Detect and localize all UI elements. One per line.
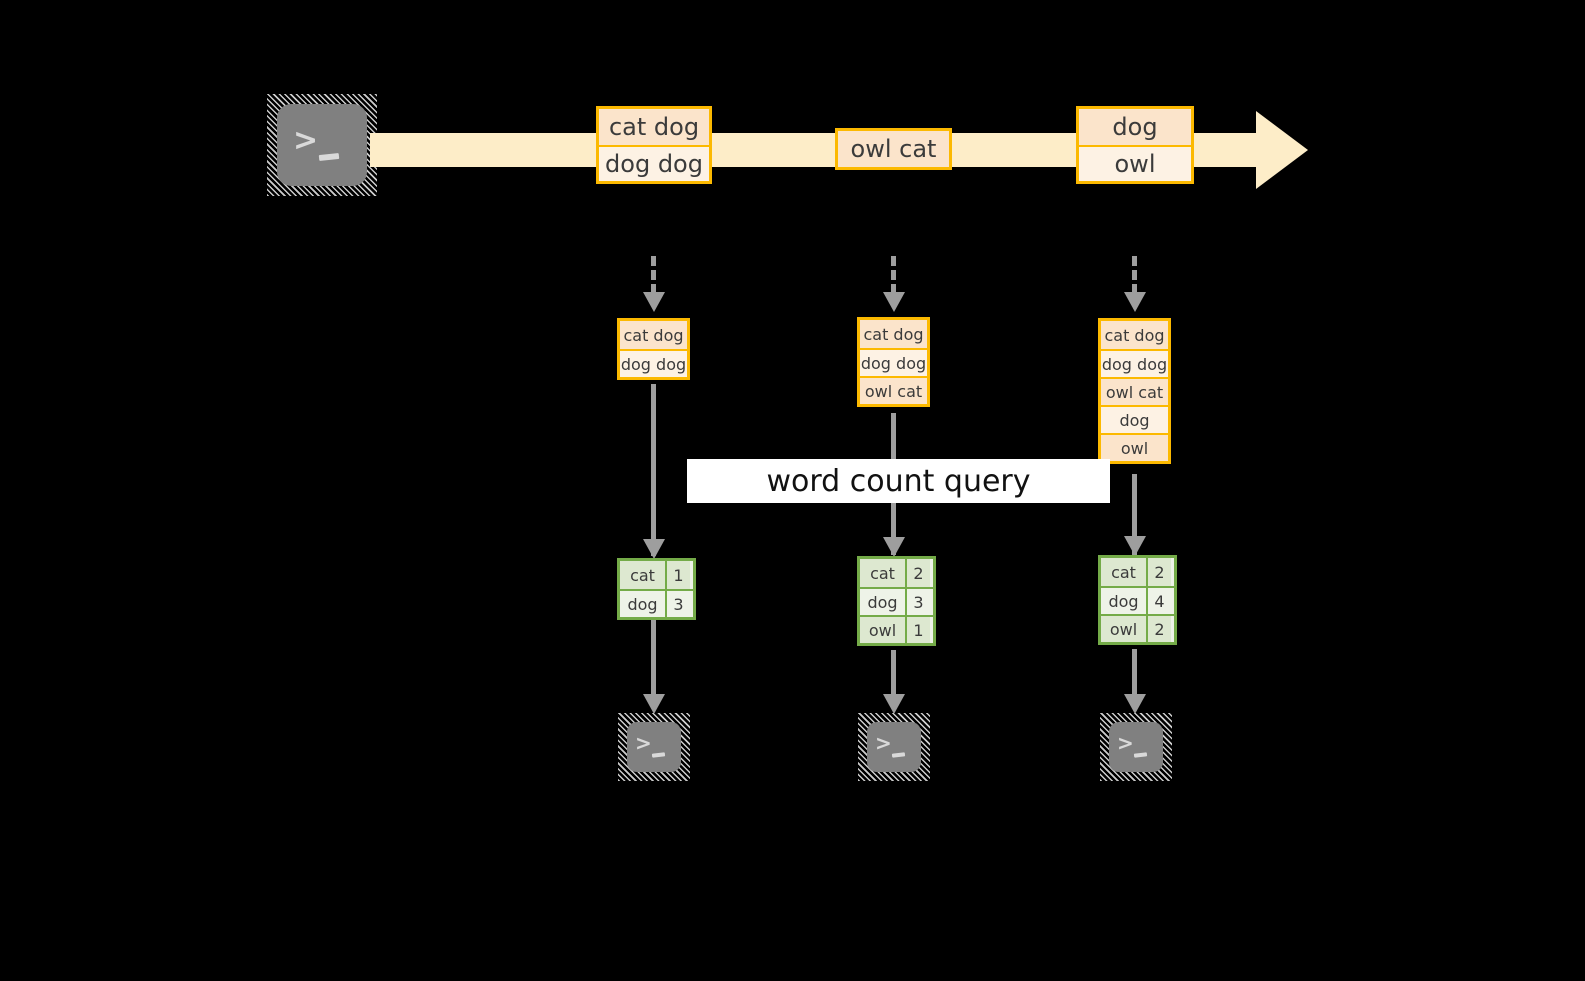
result-word: dog: [860, 589, 905, 615]
accumulated-record-line: owl cat: [1101, 377, 1168, 405]
terminal-prompt-chevron: >: [1117, 731, 1134, 755]
col-3-result-table: cat 2 dog 4 owl 2: [1098, 555, 1177, 645]
result-count: 2: [905, 559, 930, 587]
accumulated-record-line: dog dog: [620, 349, 687, 377]
result-word: cat: [860, 559, 905, 587]
accumulated-record-line: cat dog: [620, 321, 687, 349]
result-word: cat: [620, 561, 665, 589]
stream-record: dog owl: [1076, 106, 1194, 184]
col-2-query-arrowhead: [883, 537, 905, 557]
query-label-text: word count query: [766, 463, 1031, 499]
col-1-sink-connector: [651, 620, 656, 702]
stream-record-line: owl cat: [838, 131, 949, 167]
terminal-prompt-chevron: >: [293, 123, 319, 158]
stream-tap-connector: [891, 256, 896, 294]
stream-record-line: dog dog: [599, 145, 709, 181]
col-1-sink-terminal-icon: >: [618, 713, 690, 781]
result-word: cat: [1101, 558, 1146, 586]
table-row: owl 2: [1101, 614, 1174, 642]
stream-tap-arrowhead: [883, 292, 905, 312]
stream-tap-arrowhead: [1124, 292, 1146, 312]
result-count: 3: [905, 589, 930, 615]
col-3-sink-connector: [1132, 649, 1137, 702]
stream-tap-connector: [651, 256, 656, 294]
table-row: dog 4: [1101, 586, 1174, 614]
col-2-accumulated-records: cat dog dog dog owl cat: [857, 317, 930, 407]
table-row: cat 1: [620, 561, 693, 589]
terminal-prompt-chevron: >: [875, 731, 892, 755]
col-1-query-arrowhead: [643, 539, 665, 559]
terminal-prompt-underscore: [651, 752, 666, 758]
result-count: 2: [1146, 558, 1171, 586]
col-3-sink-arrowhead: [1124, 694, 1146, 714]
col-3-sink-terminal-icon: >: [1100, 713, 1172, 781]
stream-record-line: dog: [1079, 109, 1191, 145]
accumulated-record-line: owl: [1101, 433, 1168, 461]
col-3-accumulated-records: cat dog dog dog owl cat dog owl: [1098, 318, 1171, 464]
table-row: cat 2: [1101, 558, 1174, 586]
col-1-sink-arrowhead: [643, 694, 665, 714]
result-word: owl: [1101, 616, 1146, 642]
stream-record: cat dog dog dog: [596, 106, 712, 184]
col-2-sink-connector: [891, 650, 896, 702]
accumulated-record-line: owl cat: [860, 376, 927, 404]
col-1-result-table: cat 1 dog 3: [617, 558, 696, 620]
col-1-query-connector: [651, 384, 656, 556]
source-terminal-icon: >: [267, 94, 377, 196]
event-stream-arrowhead: [1256, 111, 1308, 189]
terminal-prompt-chevron: >: [635, 731, 652, 755]
table-row: owl 1: [860, 615, 933, 643]
col-2-sink-terminal-icon: >: [858, 713, 930, 781]
query-label-band: word count query: [687, 459, 1110, 503]
stream-tap-connector: [1132, 256, 1137, 294]
terminal-prompt-underscore: [891, 752, 906, 758]
result-count: 4: [1146, 588, 1171, 614]
table-row: dog 3: [620, 589, 693, 617]
col-3-query-connector: [1132, 474, 1137, 555]
result-count: 1: [905, 617, 930, 643]
source-terminal-body: >: [277, 104, 367, 186]
stream-tap-arrowhead: [643, 292, 665, 312]
col-1-accumulated-records: cat dog dog dog: [617, 318, 690, 380]
accumulated-record-line: dog: [1101, 405, 1168, 433]
col-2-result-table: cat 2 dog 3 owl 1: [857, 556, 936, 646]
col-1-sink-terminal-body: >: [627, 722, 681, 772]
table-row: dog 3: [860, 587, 933, 615]
col-2-sink-arrowhead: [883, 694, 905, 714]
result-count: 3: [665, 591, 690, 617]
result-word: dog: [620, 591, 665, 617]
stream-record: owl cat: [835, 128, 952, 170]
result-count: 2: [1146, 616, 1171, 642]
result-word: owl: [860, 617, 905, 643]
col-2-sink-terminal-body: >: [867, 722, 921, 772]
accumulated-record-line: cat dog: [860, 320, 927, 348]
result-count: 1: [665, 561, 690, 589]
stream-record-line: cat dog: [599, 109, 709, 145]
terminal-prompt-underscore: [1133, 752, 1148, 758]
accumulated-record-line: cat dog: [1101, 321, 1168, 349]
accumulated-record-line: dog dog: [860, 348, 927, 376]
col-3-query-arrowhead: [1124, 536, 1146, 556]
accumulated-record-line: dog dog: [1101, 349, 1168, 377]
terminal-prompt-underscore: [318, 152, 340, 162]
result-word: dog: [1101, 588, 1146, 614]
stream-record-line: owl: [1079, 145, 1191, 181]
col-3-sink-terminal-body: >: [1109, 722, 1163, 772]
table-row: cat 2: [860, 559, 933, 587]
